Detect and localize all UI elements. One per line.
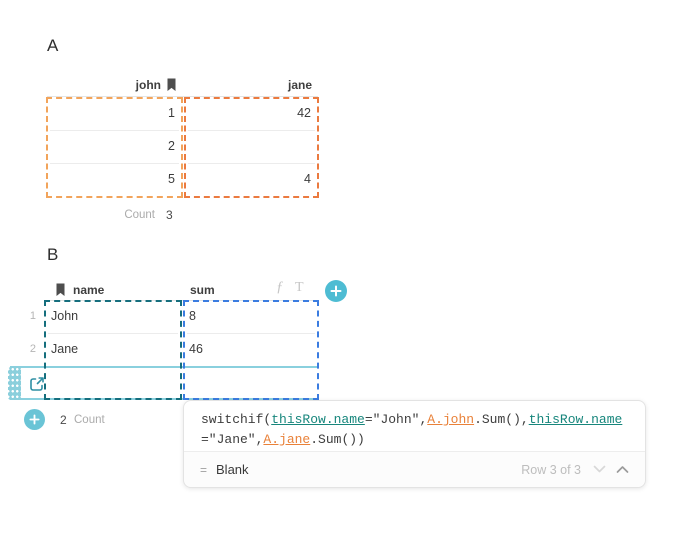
table-a-cell[interactable]: 42 [297, 106, 311, 120]
previous-row-button[interactable] [593, 465, 606, 474]
row-drag-handle[interactable] [8, 367, 21, 400]
plus-icon [330, 285, 342, 297]
bookmark-icon [55, 283, 66, 297]
table-a-john-column-selection[interactable] [46, 97, 183, 198]
plus-icon [29, 414, 40, 425]
formula-icon[interactable]: ƒ [276, 279, 284, 295]
row-indicator: Row 3 of 3 [521, 462, 581, 477]
table-a-cell[interactable]: 4 [304, 172, 311, 186]
row-divider [50, 163, 179, 164]
table-b-cell[interactable]: 8 [189, 309, 196, 323]
table-b-cell[interactable]: Jane [51, 342, 79, 356]
next-row-button[interactable] [616, 465, 629, 474]
table-a-jane-column-selection[interactable] [184, 97, 319, 198]
formula-reference: A.john [427, 412, 475, 427]
add-column-button[interactable] [325, 280, 347, 302]
formula-reference: thisRow.name [528, 412, 623, 427]
bookmark-icon [166, 78, 177, 92]
row-divider [188, 163, 315, 164]
row-divider [48, 333, 178, 334]
column-name-label: name [73, 283, 105, 297]
formula-plain-text: ="John", [364, 412, 428, 427]
table-b-sum-column-selection[interactable] [183, 300, 319, 400]
add-row-button[interactable] [24, 409, 45, 430]
table-b-column-header-name[interactable]: name [55, 281, 175, 299]
selected-row-top-border [10, 366, 318, 368]
formula-plain-text: switchif( [201, 412, 272, 427]
table-b-summary-label[interactable]: Count [74, 414, 105, 426]
formula-text[interactable]: switchif(thisRow.name="John",A.john.Sum(… [184, 401, 645, 454]
equals-sign: = [200, 462, 208, 477]
row-number[interactable]: 2 [29, 343, 36, 355]
table-a-header-divider [47, 96, 318, 97]
open-row-icon [30, 377, 44, 391]
row-divider [187, 333, 315, 334]
formula-result-value: Blank [216, 462, 249, 477]
chevron-up-icon [616, 466, 629, 473]
table-b-column-header-sum[interactable]: sum [190, 281, 250, 299]
formula-plain-text: ="Jane", [201, 432, 264, 447]
formula-plain-text: .Sum()) [310, 432, 365, 447]
chevron-down-icon [593, 465, 606, 473]
formula-result-bar: = Blank Row 3 of 3 [184, 451, 645, 487]
table-a-cell[interactable]: 5 [168, 172, 175, 186]
row-number[interactable]: 1 [29, 310, 36, 322]
table-a-cell[interactable]: 2 [168, 139, 175, 153]
row-divider [188, 130, 315, 131]
table-b-cell[interactable]: 46 [189, 342, 203, 356]
formula-plain-text: .Sum(), [474, 412, 529, 427]
table-a-label: A [47, 36, 59, 55]
expand-row-button[interactable] [27, 374, 47, 399]
table-a-column-header-john[interactable]: john [47, 76, 177, 94]
text-format-icon[interactable]: T [295, 280, 304, 295]
table-a-column-header-jane[interactable]: jane [184, 76, 312, 94]
table-a-cell[interactable]: 1 [168, 106, 175, 120]
table-b-cell[interactable]: John [51, 309, 79, 323]
formula-reference: thisRow.name [271, 412, 365, 427]
column-name-label: sum [190, 283, 215, 297]
formula-reference: A.jane [263, 432, 311, 447]
table-b-label: B [47, 245, 59, 264]
table-a-summary-value[interactable]: 3 [166, 208, 173, 222]
formula-editor-popup: switchif(thisRow.name="John",A.john.Sum(… [183, 400, 646, 488]
row-divider [50, 130, 179, 131]
table-b-summary-value[interactable]: 2 [60, 413, 67, 427]
table-a-summary-label[interactable]: Count [124, 209, 155, 221]
column-name-label: jane [287, 78, 312, 92]
column-name-label: john [135, 78, 161, 92]
table-b-name-column-selection[interactable] [44, 300, 182, 400]
